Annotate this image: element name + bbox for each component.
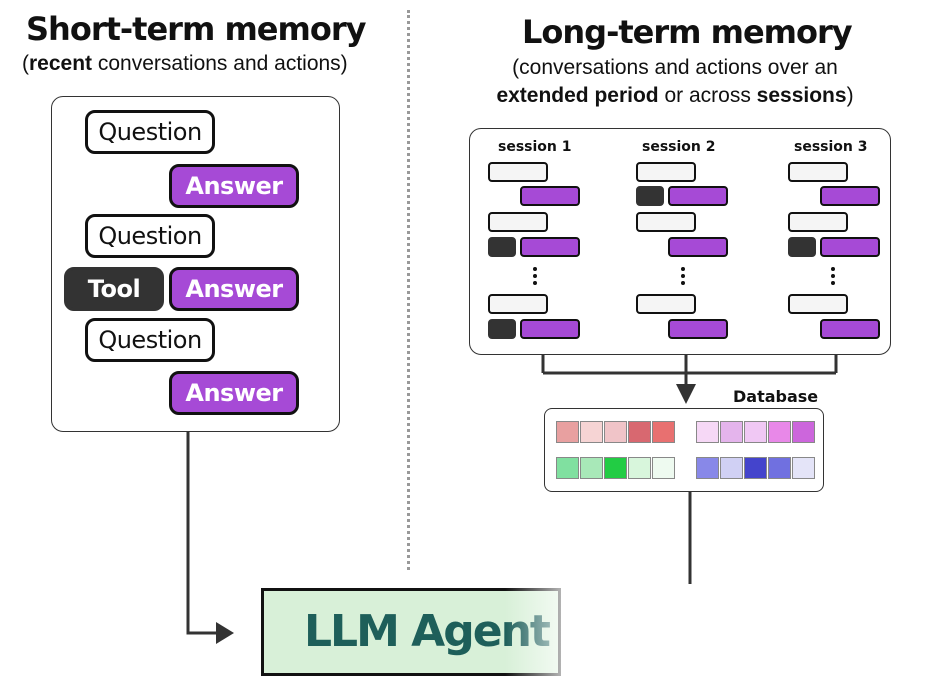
session-label: session 1 bbox=[498, 139, 572, 155]
session-question bbox=[636, 294, 696, 314]
session-question bbox=[636, 212, 696, 232]
short-term-subtitle-rest: conversations and actions) bbox=[92, 52, 348, 75]
question-pill: Question bbox=[85, 110, 215, 154]
embedding-cell bbox=[744, 457, 767, 479]
embedding-cell bbox=[768, 421, 791, 443]
embedding-cell bbox=[556, 457, 579, 479]
embedding-cell bbox=[696, 421, 719, 443]
ellipsis-dots bbox=[680, 267, 686, 288]
embedding-cell bbox=[720, 457, 743, 479]
long-term-subtitle-close: ) bbox=[846, 84, 854, 107]
database-panel bbox=[544, 408, 824, 492]
embedding-cell bbox=[768, 457, 791, 479]
session-question bbox=[788, 294, 848, 314]
embedding-cell bbox=[652, 421, 675, 443]
long-term-subtitle-line2: extended period or across sessions) bbox=[470, 84, 880, 108]
session-answer bbox=[520, 319, 580, 339]
embedding-cell bbox=[720, 421, 743, 443]
section-divider bbox=[407, 10, 410, 570]
database-embeddings bbox=[545, 409, 823, 491]
embedding-cell bbox=[604, 457, 627, 479]
ellipsis-dots bbox=[532, 267, 538, 288]
short-term-connector bbox=[186, 432, 218, 635]
session-question bbox=[788, 212, 848, 232]
session-question bbox=[788, 162, 848, 182]
ellipsis-dots bbox=[830, 267, 836, 288]
session-question bbox=[488, 162, 548, 182]
embedding-cell bbox=[792, 457, 815, 479]
database-label: Database bbox=[733, 387, 819, 406]
embedding-cell bbox=[556, 421, 579, 443]
long-term-subtitle-mid: or across bbox=[658, 84, 757, 107]
embedding-cell bbox=[744, 421, 767, 443]
long-term-title: Long-term memory bbox=[522, 13, 853, 51]
session-answer bbox=[668, 186, 728, 206]
embedding-cell bbox=[580, 457, 603, 479]
session-answer bbox=[820, 186, 880, 206]
short-term-title: Short-term memory bbox=[26, 10, 366, 48]
session-answer bbox=[668, 237, 728, 257]
session-label: session 3 bbox=[794, 139, 868, 155]
long-term-subtitle-bold2: sessions bbox=[756, 84, 847, 107]
tool-pill: Tool bbox=[64, 267, 164, 311]
short-term-subtitle: (recent conversations and actions) bbox=[22, 52, 348, 76]
question-pill: Question bbox=[85, 214, 215, 258]
agent-fade-overlay bbox=[505, 584, 705, 696]
short-term-subtitle-bold: recent bbox=[29, 52, 93, 75]
embedding-cell bbox=[696, 457, 719, 479]
database-arrowhead bbox=[676, 384, 696, 404]
embedding-cell bbox=[792, 421, 815, 443]
answer-pill: Answer bbox=[169, 164, 299, 208]
answer-pill: Answer bbox=[169, 267, 299, 311]
session-tool bbox=[488, 319, 516, 339]
session-question bbox=[488, 212, 548, 232]
session-question bbox=[636, 162, 696, 182]
session-label: session 2 bbox=[642, 139, 716, 155]
session-tool bbox=[636, 186, 664, 206]
long-term-panel: session 1 session 2 session 3 bbox=[469, 128, 891, 355]
session-tool bbox=[488, 237, 516, 257]
answer-pill: Answer bbox=[169, 371, 299, 415]
long-term-subtitle-bold1: extended period bbox=[496, 84, 659, 107]
session-answer bbox=[820, 237, 880, 257]
session-answer bbox=[668, 319, 728, 339]
session-answer bbox=[520, 237, 580, 257]
session-answer bbox=[520, 186, 580, 206]
embedding-cell bbox=[652, 457, 675, 479]
question-pill: Question bbox=[85, 318, 215, 362]
session-question bbox=[488, 294, 548, 314]
long-term-subtitle-line1: (conversations and actions over an bbox=[512, 56, 838, 79]
session-answer bbox=[820, 319, 880, 339]
short-term-panel: Question Answer Question Tool Answer Que… bbox=[51, 96, 340, 432]
embedding-cell bbox=[604, 421, 627, 443]
session-tool bbox=[788, 237, 816, 257]
embedding-cell bbox=[628, 457, 651, 479]
embedding-cell bbox=[628, 421, 651, 443]
embedding-cell bbox=[580, 421, 603, 443]
short-term-arrowhead bbox=[216, 622, 234, 644]
short-term-subtitle-open: ( bbox=[22, 52, 29, 75]
